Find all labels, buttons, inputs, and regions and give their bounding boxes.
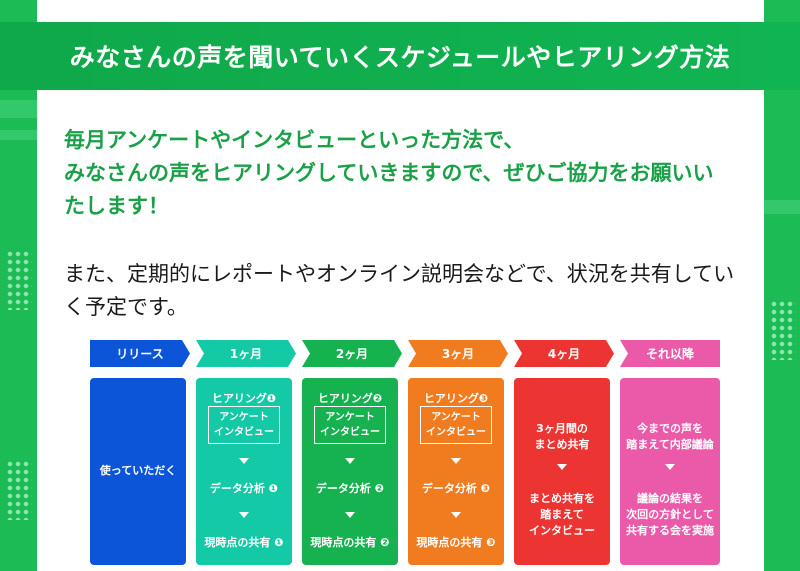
background-stripe bbox=[0, 130, 37, 140]
background-stripe bbox=[0, 100, 37, 118]
background-stripe bbox=[764, 200, 800, 214]
timeline-box-release: 使っていただく bbox=[90, 378, 186, 565]
share-label: 現時点の共有 ❸ bbox=[416, 536, 496, 549]
share-label: 現時点の共有 ❶ bbox=[204, 536, 284, 549]
arrow-down-icon bbox=[451, 458, 461, 464]
followup-line: インタビュー bbox=[529, 524, 595, 537]
interview-label: インタビュー bbox=[426, 427, 486, 438]
arrow-down-icon bbox=[345, 512, 355, 518]
survey-label: アンケート bbox=[325, 412, 375, 423]
background-dots bbox=[6, 460, 32, 520]
followup-line: まとめ共有を bbox=[529, 492, 595, 505]
discussion-line: 踏まえて内部議論 bbox=[626, 438, 714, 451]
survey-interview-box: アンケート インタビュー bbox=[208, 406, 280, 444]
result-line: 議論の結果を bbox=[637, 492, 703, 505]
analysis-label: データ分析 ❸ bbox=[421, 482, 491, 495]
hearing-heading: ヒアリング❶ bbox=[211, 392, 277, 405]
arrow-down-icon bbox=[239, 458, 249, 464]
hearing-heading: ヒアリング❸ bbox=[423, 392, 489, 405]
timeline-step-month1: 1ヶ月 bbox=[196, 340, 296, 367]
timeline-box-month1: ヒアリング❶ アンケート インタビュー データ分析 ❶ 現時点の共有 ❶ bbox=[196, 378, 292, 565]
arrow-down-icon bbox=[557, 464, 567, 470]
timeline-box-month4: 3ヶ月間の まとめ共有 まとめ共有を 踏まえて インタビュー bbox=[514, 378, 610, 565]
timeline-step-month4: 4ヶ月 bbox=[514, 340, 614, 367]
timeline-box-month2: ヒアリング❷ アンケート インタビュー データ分析 ❷ 現時点の共有 ❷ bbox=[302, 378, 398, 565]
arrow-down-icon bbox=[239, 512, 249, 518]
box-text: 使っていただく bbox=[99, 464, 177, 477]
message-line: また、定期的にレポートやオンライン説明会などで、状況を共有してい bbox=[64, 262, 735, 286]
timeline-step-month3: 3ヶ月 bbox=[408, 340, 508, 367]
survey-interview-box: アンケート インタビュー bbox=[420, 406, 492, 444]
timeline-step-month2: 2ヶ月 bbox=[302, 340, 402, 367]
arrow-down-icon bbox=[345, 458, 355, 464]
timeline-box-later: 今までの声を 踏まえて内部議論 議論の結果を 次回の方針として 共有する会を実施 bbox=[620, 378, 720, 565]
page-title: みなさんの声を聞いていくスケジュールやヒアリング方法 bbox=[69, 43, 731, 72]
discussion-line: 今までの声を bbox=[637, 422, 703, 435]
interview-label: インタビュー bbox=[320, 427, 380, 438]
message-line: く予定です。 bbox=[64, 295, 188, 319]
message-line: みなさんの声をヒアリングしていきますので、ぜひご協力をお願いい bbox=[64, 161, 714, 185]
green-message: 毎月アンケートやインタビューといった方法で、 みなさんの声をヒアリングしていきま… bbox=[64, 124, 754, 223]
result-line: 次回の方針として bbox=[626, 508, 714, 521]
summary-line: まとめ共有 bbox=[534, 438, 590, 451]
arrow-down-icon bbox=[665, 464, 675, 470]
hearing-heading: ヒアリング❷ bbox=[317, 392, 383, 405]
title-banner: みなさんの声を聞いていくスケジュールやヒアリング方法 bbox=[0, 22, 800, 90]
message-line: 毎月アンケートやインタビューといった方法で、 bbox=[64, 128, 525, 152]
summary-line: 3ヶ月間の bbox=[536, 422, 588, 435]
background-dots bbox=[6, 250, 32, 310]
survey-label: アンケート bbox=[219, 412, 269, 423]
background-dots bbox=[770, 300, 796, 360]
followup-line: 踏まえて bbox=[540, 508, 584, 521]
black-message: また、定期的にレポートやオンライン説明会などで、状況を共有してい く予定です。 bbox=[64, 258, 754, 324]
survey-label: アンケート bbox=[431, 412, 481, 423]
interview-label: インタビュー bbox=[214, 427, 274, 438]
timeline-step-later: それ以降 bbox=[620, 340, 720, 367]
timeline-box-month3: ヒアリング❸ アンケート インタビュー データ分析 ❸ 現時点の共有 ❸ bbox=[408, 378, 504, 565]
analysis-label: データ分析 ❶ bbox=[209, 482, 279, 495]
arrow-down-icon bbox=[451, 512, 461, 518]
survey-interview-box: アンケート インタビュー bbox=[314, 406, 386, 444]
result-line: 共有する会を実施 bbox=[626, 524, 714, 537]
share-label: 現時点の共有 ❷ bbox=[310, 536, 390, 549]
analysis-label: データ分析 ❷ bbox=[315, 482, 385, 495]
timeline-step-release: リリース bbox=[90, 340, 190, 367]
message-line: たします！ bbox=[64, 194, 169, 218]
